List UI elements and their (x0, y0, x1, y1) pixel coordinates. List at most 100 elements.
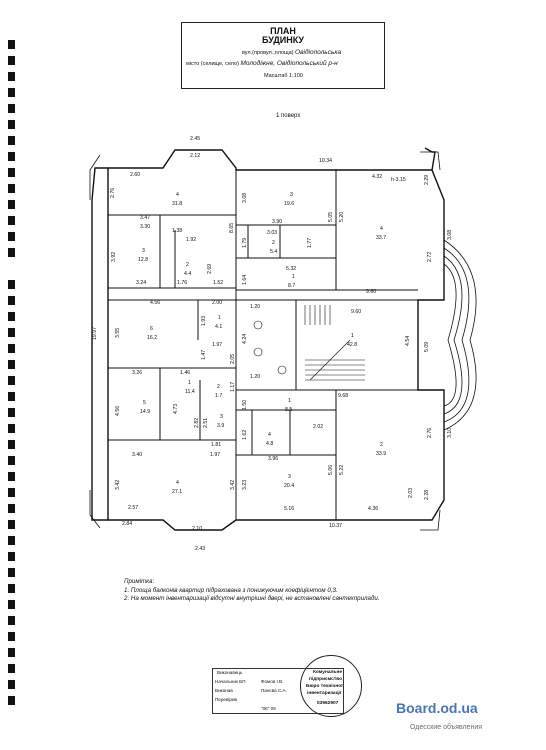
room-area: 31.8 (172, 201, 182, 207)
dim-label: 3.42 (115, 480, 121, 490)
dim-label: 19.97 (92, 327, 98, 340)
room-area: 11.4 (185, 389, 195, 395)
dim-label: 1.62 (242, 430, 248, 440)
room-number: 2 (217, 384, 220, 390)
dim-label: 2.28 (424, 490, 430, 500)
dim-label: 3.08 (447, 230, 453, 240)
room-number: 6 (150, 326, 153, 332)
room-area: 33.9 (376, 451, 386, 457)
notes-title: Примітка: (124, 578, 155, 585)
dim-label: 2.82 (194, 418, 200, 428)
room-number: 2 (272, 240, 275, 246)
dim-label: 1.38 (172, 228, 182, 234)
notes-line: 2. На момент інвентаризації відсутні вну… (124, 595, 380, 602)
dim-label: 1.97 (212, 342, 222, 348)
dim-label: 1.81 (211, 442, 221, 448)
dim-label: 4.24 (242, 334, 248, 344)
room-area: 4.1 (215, 324, 222, 330)
room-area: 1.7 (215, 393, 222, 399)
dim-label: 8.65 (229, 223, 235, 233)
dim-label: 5.32 (286, 266, 296, 272)
dim-label: 4.56 (150, 300, 160, 306)
seal-stamp: Комунальне підприємство Бюро технічної і… (300, 655, 362, 717)
seal-code: 03962907 (317, 701, 339, 706)
dim-label: 3.96 (268, 456, 278, 462)
room-area: 14.9 (140, 409, 150, 415)
room-number: 3 (220, 414, 223, 420)
dim-label: 1.47 (201, 350, 207, 360)
dim-label: 2.72 (427, 252, 433, 262)
dim-label: 1.50 (242, 400, 248, 410)
room-area: 42.8 (347, 342, 357, 348)
dim-label: 5.16 (284, 506, 294, 512)
dim-label: 1.76 (177, 280, 187, 286)
scale-text: Масштаб 1:100 (264, 73, 303, 79)
dim-label: 9.60 (366, 289, 376, 295)
dim-label: 1.93 (201, 316, 207, 326)
room-area: 8.5 (285, 407, 292, 413)
dim-label: 2.00 (212, 300, 222, 306)
room-area: 4.8 (266, 441, 273, 447)
room-number: 4 (268, 432, 271, 438)
dim-label: 2.12 (190, 153, 200, 159)
seal-line: Комунальне (313, 670, 343, 675)
dim-label: 2.43 (195, 546, 205, 552)
floor-label: 1 поверх (276, 113, 301, 119)
room-area: 27.1 (172, 489, 182, 495)
dim-label: 3.42 (230, 480, 236, 490)
dim-label: 2.29 (424, 175, 430, 185)
stamp-executor: Виконав (215, 688, 233, 693)
seal-line: Бюро технічної (306, 684, 343, 689)
dim-label: 2.84 (122, 521, 132, 527)
dim-label: 2.02 (313, 424, 323, 430)
dim-label: 3.90 (272, 219, 282, 225)
dim-label: 3.40 (132, 452, 142, 458)
room-number: 1 (351, 333, 354, 339)
dim-label: 1.17 (230, 382, 236, 392)
seal-line: підприємство (309, 677, 343, 682)
room-area: 8.7 (288, 283, 295, 289)
city-label: місто (селище, село) (186, 61, 239, 67)
dim-label: 2.76 (427, 428, 433, 438)
dim-label: 5.06 (328, 465, 334, 475)
room-area: 19.6 (284, 201, 294, 207)
dim-label: 2.69 (207, 264, 213, 274)
dim-label: 2.51 (203, 418, 209, 428)
dim-label: 5.22 (339, 465, 345, 475)
room-number: 1 (218, 315, 221, 321)
room-area: 16.2 (147, 335, 157, 341)
dim-label: 1.64 (242, 275, 248, 285)
dim-label: 2.05 (230, 354, 236, 364)
dim-label: 3.08 (242, 193, 248, 203)
room-number: 1 (292, 274, 295, 280)
dim-label: 3.24 (136, 280, 146, 286)
notes-block: Примітка: 1. Площа балконів квартир підр… (124, 578, 380, 604)
room-number: 4 (176, 480, 179, 486)
dim-label: 1.20 (250, 374, 260, 380)
title-building: БУДИНКУ (261, 35, 305, 45)
stamp-executor-name: Панєва С.А. (261, 688, 287, 693)
room-number: 2 (186, 262, 189, 268)
room-number: 1 (188, 380, 191, 386)
dim-label: 4.73 (173, 404, 179, 414)
watermark-tagline: Одесские объявления (410, 724, 483, 731)
dim-label: 5.20 (339, 212, 345, 222)
dim-label: 1.20 (250, 304, 260, 310)
dim-label: 1.97 (210, 452, 220, 458)
dim-label: 2.76 (110, 188, 116, 198)
stamp-head: Начальник БП (215, 679, 246, 684)
room-number: 4 (176, 192, 179, 198)
dim-label: 9.60 (351, 309, 361, 315)
room-number: 5 (143, 400, 146, 406)
dim-label: 2.45 (190, 136, 200, 142)
dim-label: 3.23 (242, 480, 248, 490)
room-area: 4.4 (184, 271, 191, 277)
dim-label: 1.77 (307, 238, 313, 248)
street-label: вул.(провул.,площа) (242, 50, 294, 56)
dim-label: 4.56 (115, 406, 121, 416)
title-block: ПЛАН БУДИНКУ вул.(провул.,площа) Овідіоп… (181, 22, 385, 89)
watermark-site: Board.od.ua (396, 700, 478, 716)
notes-line: 1. Площа балконів квартир підрахована з … (124, 586, 338, 594)
stamp-checked: Перевірив (215, 697, 237, 702)
